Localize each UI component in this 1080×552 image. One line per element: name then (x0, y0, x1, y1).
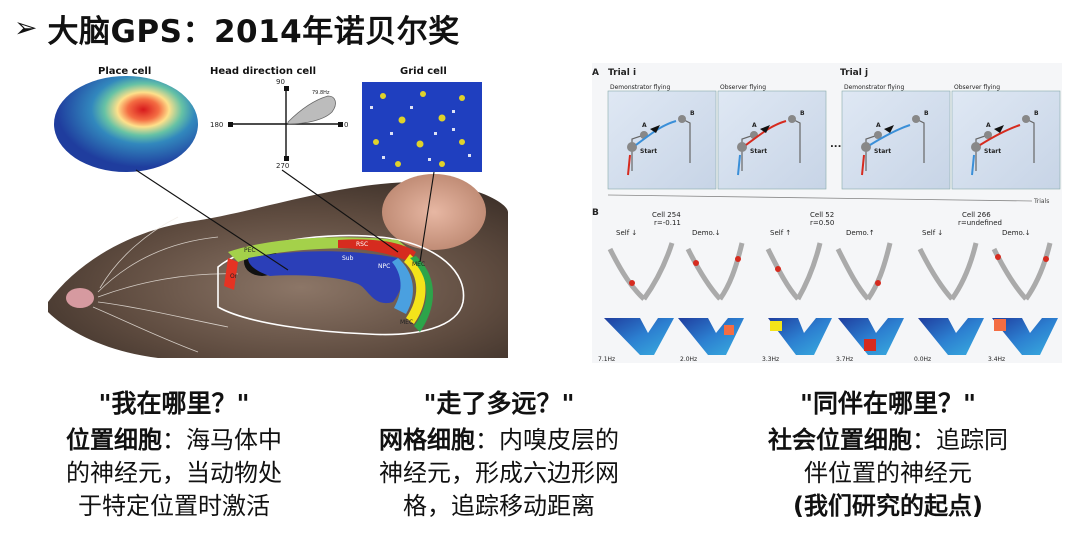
grid-cell-label: Grid cell (400, 66, 447, 77)
svg-text:A: A (986, 122, 991, 129)
caption-place-cell: "我在哪里？" 位置细胞：海马体中 的神经元，当动物处 于特定位置时激活 (34, 384, 314, 523)
place-cell-description: 位置细胞：海马体中 的神经元，当动物处 于特定位置时激活 (66, 426, 282, 520)
label-mec-2: MEC (400, 319, 413, 326)
bat-experiment-figure: A Trial i Trial j Demonstrator flying Ob… (592, 63, 1062, 363)
region-rsc (338, 239, 416, 262)
label-npc: NPC (378, 263, 390, 270)
trial-j-label: Trial j (840, 68, 868, 78)
place-cell-heatmap (54, 76, 198, 172)
hd-rate: 79.8Hz (312, 90, 330, 96)
head-direction-polar (287, 95, 336, 125)
svg-text:Demo.↓: Demo.↓ (1002, 229, 1031, 237)
grid-cell-description: 网格细胞：内嗅皮层的 神经元，形成六边形网 格，追踪移动距离 (379, 426, 619, 520)
svg-text:B: B (1034, 110, 1039, 117)
svg-text:Self ↓: Self ↓ (922, 229, 943, 237)
rat-ear (382, 174, 486, 250)
label-sub: Sub (342, 255, 354, 262)
slide-title: ➢ 大脑GPS：2014年诺贝尔奖 (14, 6, 460, 50)
svg-text:7.1Hz: 7.1Hz (598, 356, 615, 363)
svg-text:Observer flying: Observer flying (720, 84, 766, 91)
label-or: Or (230, 273, 238, 280)
hd-0: 0 (344, 121, 348, 129)
svg-text:B: B (924, 110, 929, 117)
social-cell-description: 社会位置细胞：追踪同 伴位置的神经元 (我们研究的起点) (728, 424, 1048, 523)
svg-text:Demo.↓: Demo.↓ (692, 229, 721, 237)
ellipsis: ... (830, 139, 841, 150)
scene-demo-1: Demonstrator flying (607, 84, 717, 190)
svg-text:Demonstrator flying: Demonstrator flying (610, 84, 670, 91)
region-mec-green (410, 256, 434, 332)
label-rsc: RSC (356, 241, 368, 248)
caption-grid-cell: "走了多远？" 网格细胞：内嗅皮层的 神经元，形成六边形网 格，追踪移动距离 (344, 384, 654, 523)
label-mec: MEC (412, 261, 425, 268)
svg-text:3.3Hz: 3.3Hz (762, 356, 779, 363)
svg-text:r=-0.11: r=-0.11 (654, 219, 681, 227)
svg-text:2.0Hz: 2.0Hz (680, 356, 697, 363)
title-text: 大脑GPS：2014年诺贝尔奖 (47, 13, 460, 50)
region-npc (392, 258, 413, 314)
scene-demo-2: Demonstrator flying (841, 84, 951, 190)
svg-text:Cell 52: Cell 52 (810, 211, 834, 219)
svg-text:Demonstrator flying: Demonstrator flying (844, 84, 904, 91)
svg-text:Start: Start (874, 148, 891, 155)
svg-text:Demo.↑: Demo.↑ (846, 229, 875, 237)
svg-text:0.0Hz: 0.0Hz (914, 356, 931, 363)
term-place-cell: 位置细胞 (66, 426, 162, 454)
bullet-arrow-icon: ➢ (14, 11, 38, 44)
place-cell-label: Place cell (98, 66, 151, 77)
svg-text:B: B (690, 110, 695, 117)
svg-text:r=undefined: r=undefined (958, 219, 1002, 227)
svg-text:r=0.50: r=0.50 (810, 219, 834, 227)
svg-text:Cell 254: Cell 254 (652, 211, 681, 219)
panel-b-label: B (592, 208, 599, 218)
head-direction-label: Head direction cell (210, 66, 316, 77)
trials-axis-label: Trials (1033, 198, 1049, 205)
region-hippocampus (248, 251, 403, 304)
svg-text:Cell 266: Cell 266 (962, 211, 991, 219)
region-mec (404, 254, 426, 324)
cell-52: Cell 52 r=0.50 Self ↑ Demo.↑ 3.3Hz 3.7Hz (762, 211, 904, 363)
bat-experiment-illustration: A Trial i Trial j Demonstrator flying Ob… (592, 63, 1062, 363)
svg-text:Start: Start (640, 148, 657, 155)
svg-text:Start: Start (984, 148, 1001, 155)
question-how-far: "走了多远？" (423, 389, 575, 418)
caption-social-place-cell: "同伴在哪里？" 社会位置细胞：追踪同 伴位置的神经元 (我们研究的起点) (728, 384, 1048, 523)
svg-text:A: A (752, 122, 757, 129)
brain-outline (217, 234, 465, 336)
question-where-am-i: "我在哪里？" (98, 389, 250, 418)
term-grid-cell: 网格细胞 (379, 426, 475, 454)
trial-i-label: Trial i (608, 68, 636, 78)
svg-text:Self ↓: Self ↓ (616, 229, 637, 237)
label-pec: PEC (244, 247, 256, 254)
cell-266: Cell 266 r=undefined Self ↓ Demo.↓ 0.0Hz… (914, 211, 1058, 363)
svg-text:B: B (800, 110, 805, 117)
svg-text:3.7Hz: 3.7Hz (836, 356, 853, 363)
rat-nose (66, 288, 94, 308)
svg-text:A: A (642, 122, 647, 129)
cell-254: Cell 254 r=-0.11 Self ↓ Demo.↓ 7.1Hz 2.0… (598, 211, 745, 363)
svg-text:Self ↑: Self ↑ (770, 229, 791, 237)
svg-text:Start: Start (750, 148, 767, 155)
svg-text:Observer flying: Observer flying (954, 84, 1000, 91)
region-or (224, 258, 238, 290)
panel-a-label: A (592, 68, 599, 78)
term-social-place-cell: 社会位置细胞 (768, 426, 912, 454)
research-starting-point: (我们研究的起点) (793, 492, 983, 520)
rat-brain-illustration: PEC Or RSC Sub NPC MEC MEC Place cell He… (38, 62, 508, 358)
hd-90: 90 (276, 78, 285, 86)
scene-observer-2: Observer flying (951, 84, 1061, 190)
scene-observer-1: Observer flying (717, 84, 827, 190)
hd-180: 180 (210, 121, 223, 129)
svg-text:A: A (876, 122, 881, 129)
svg-text:3.4Hz: 3.4Hz (988, 356, 1005, 363)
question-where-companion: "同伴在哪里？" (799, 389, 977, 418)
rat-brain-figure: PEC Or RSC Sub NPC MEC MEC Place cell He… (38, 62, 508, 358)
hd-270: 270 (276, 162, 289, 170)
